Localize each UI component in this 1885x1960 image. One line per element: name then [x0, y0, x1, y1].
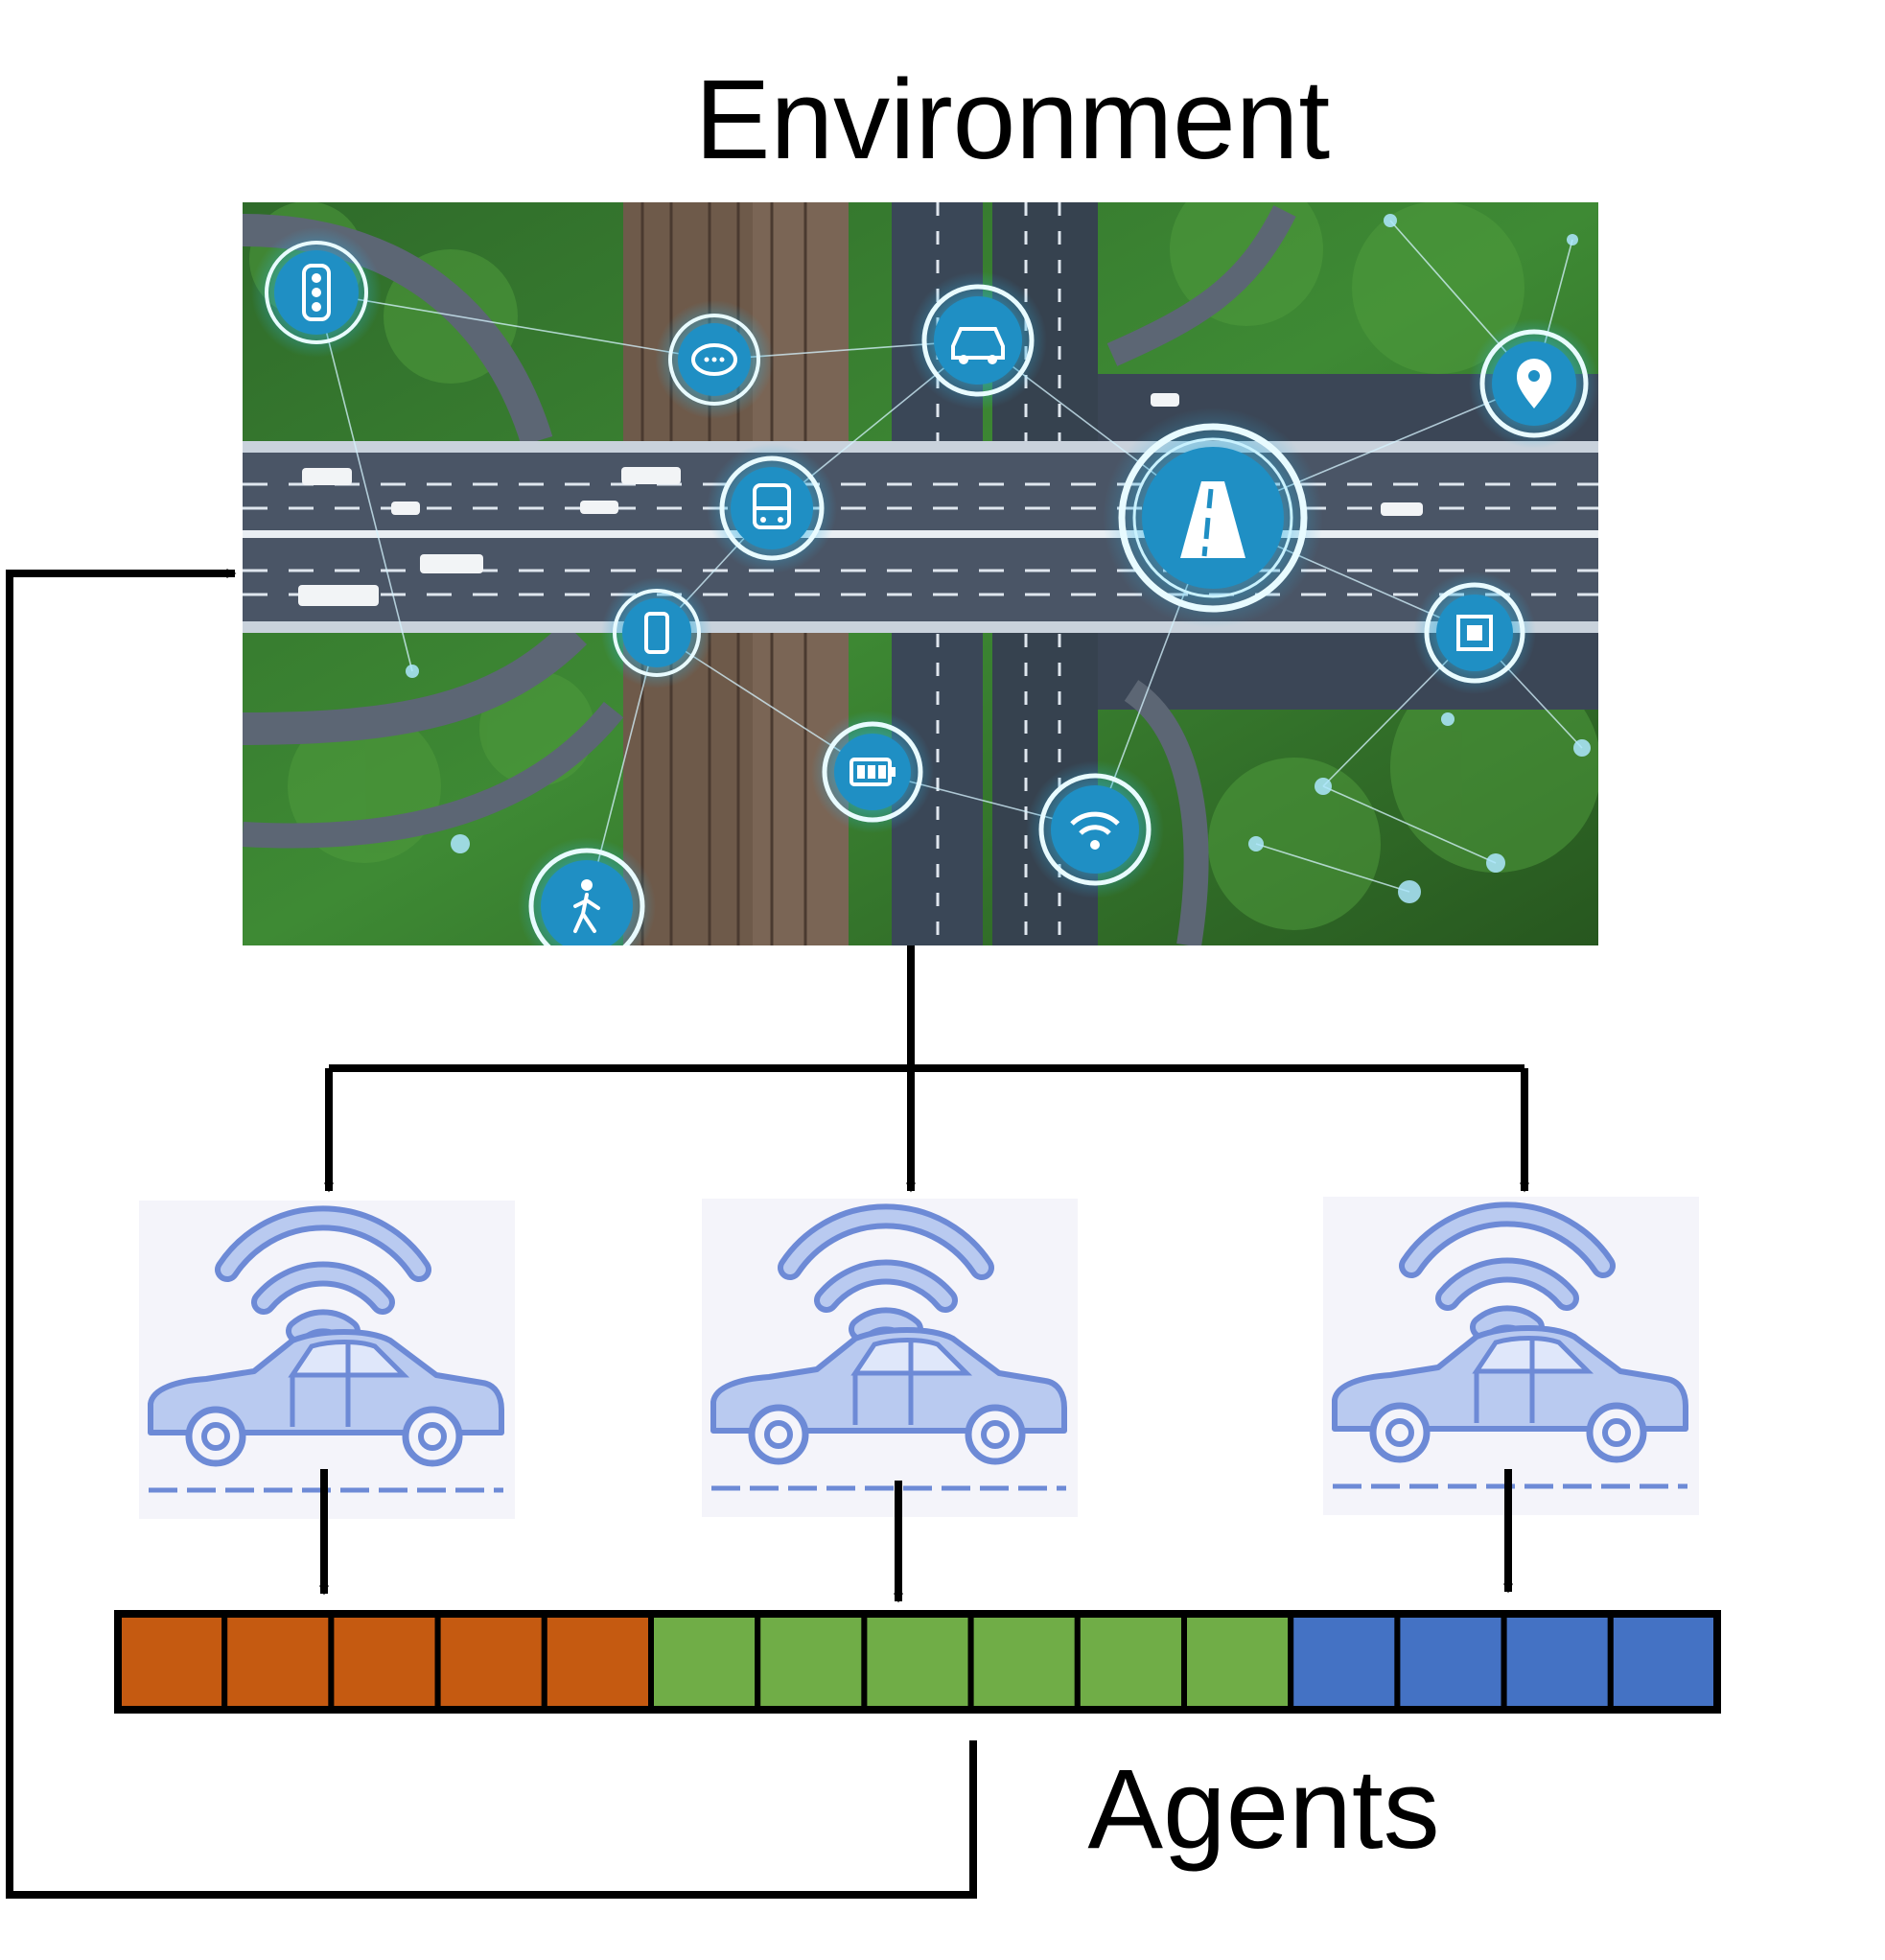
environment-title: Environment: [695, 57, 1330, 183]
agent-3-segment: [1607, 1611, 1721, 1713]
wifi-icon: [1026, 760, 1164, 898]
agents-to-bar-arrows: [319, 1469, 1513, 1603]
agents-label: Agents: [1087, 1746, 1439, 1873]
segment-bar-outline: [114, 1610, 1721, 1714]
agent-card-3: [1323, 1197, 1699, 1515]
environment-to-agents-arrows: [324, 945, 1529, 1193]
agent-2-segment: [861, 1611, 974, 1713]
traffic-light-icon: [251, 227, 382, 358]
agent-3-segment: [1288, 1611, 1401, 1713]
feedback-loop-arrow: [6, 569, 977, 1899]
agent-card-2: [702, 1199, 1078, 1517]
agent-2-segment: [755, 1611, 868, 1713]
agent-2-segment: [1181, 1611, 1294, 1713]
agent-2-segment: [1074, 1611, 1188, 1713]
agent-2-segment: [967, 1611, 1081, 1713]
car-icon: [909, 271, 1047, 409]
connected-car-icon: [710, 1203, 1067, 1491]
bus-icon: [707, 443, 837, 573]
agent-1-segment: [221, 1611, 335, 1713]
chip-icon: [1413, 572, 1536, 694]
phone-icon: [601, 577, 712, 688]
agent-1-segment: [434, 1611, 547, 1713]
agent-3-segment: [1501, 1611, 1614, 1713]
agent-card-1: [139, 1201, 515, 1519]
agent-2-segment: [648, 1611, 761, 1713]
location-pin-icon: [1469, 318, 1598, 449]
agent-1-segment: [541, 1611, 654, 1713]
agent-1-segment: [115, 1611, 228, 1713]
chat-icon: [655, 300, 774, 419]
agent-3-segment: [1394, 1611, 1507, 1713]
agents-segment-bar: [114, 1610, 1721, 1714]
road-icon: [1103, 408, 1323, 628]
environment-image: [243, 202, 1598, 945]
agent-1-segment: [328, 1611, 441, 1713]
connected-car-icon: [1332, 1202, 1688, 1489]
pedestrian-icon: [518, 837, 656, 945]
battery-icon: [811, 711, 934, 833]
connected-car-icon: [148, 1205, 504, 1493]
